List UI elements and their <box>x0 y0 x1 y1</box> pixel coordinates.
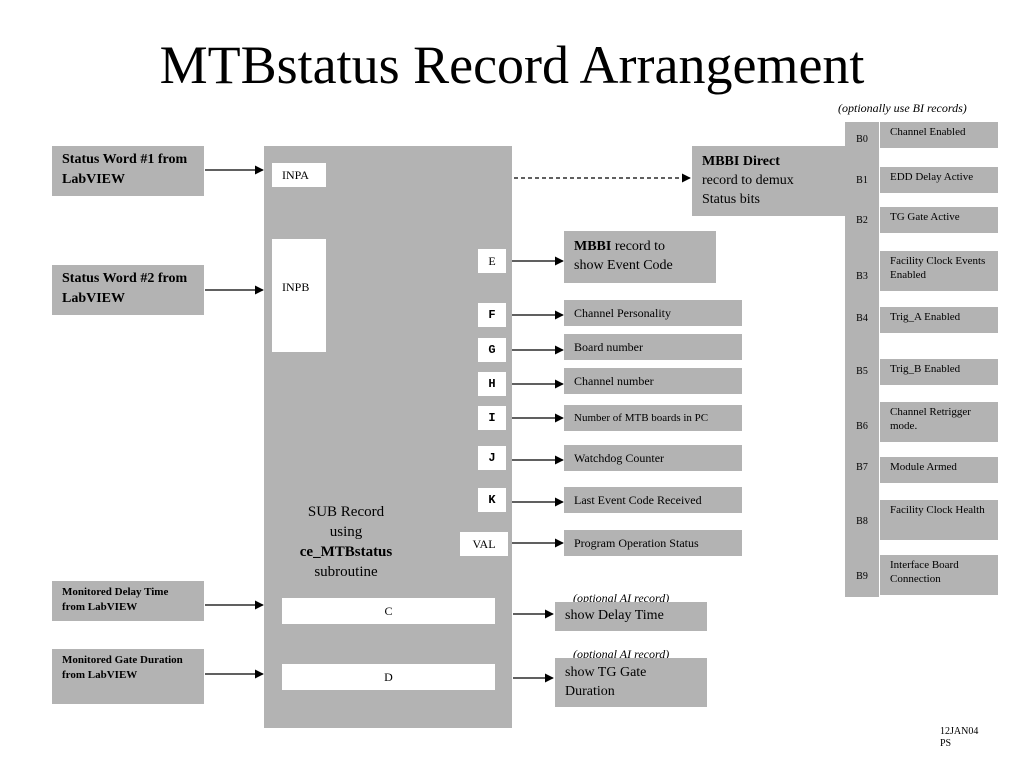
field-k: K <box>478 488 506 512</box>
bit-name-box: Module Armed <box>880 457 998 483</box>
bit-label: B1 <box>856 175 868 186</box>
bit-name-box: Trig_B Enabled <box>880 359 998 385</box>
field-j: J <box>478 446 506 470</box>
field-f: F <box>478 303 506 327</box>
output-watchdog-counter: Watchdog Counter <box>564 445 742 471</box>
bi-records-note: (optionally use BI records) <box>838 101 967 115</box>
bit-label: B0 <box>856 134 868 145</box>
field-h: H <box>478 372 506 396</box>
sub-record-line1: SUB Record <box>307 504 385 520</box>
output-board-number: Board number <box>564 334 742 360</box>
mbbi-direct-line3: Status bits <box>702 192 760 207</box>
field-d: D <box>282 664 495 690</box>
mbbi-direct-title: MBBI Direct <box>702 154 780 169</box>
field-i: I <box>478 406 506 430</box>
monitored-gate-box: Monitored Gate Duration from LabVIEW <box>52 649 204 704</box>
bit-name-box: EDD Delay Active <box>880 167 998 193</box>
bit-label: B3 <box>856 271 868 282</box>
bit-label: B8 <box>856 516 868 527</box>
status-word-1-box: Status Word #1 from LabVIEW <box>52 146 204 196</box>
sub-record-label: SUB Record using ce_MTBstatus subroutine <box>284 502 408 582</box>
sub-record-block <box>264 146 512 728</box>
bit-name-box: Channel Retrigger mode. <box>880 402 998 442</box>
ai-note-delay: (optional AI record) <box>573 591 670 605</box>
mbbi-event-line2: show Event Code <box>574 258 673 273</box>
sub-record-line2: using <box>329 524 363 540</box>
output-last-event-code: Last Event Code Received <box>564 487 742 513</box>
output-program-operation-status: Program Operation Status <box>564 530 742 556</box>
bit-column <box>845 122 879 597</box>
bit-name-box: Facility Clock Health <box>880 500 998 540</box>
bit-name-box: Trig_A Enabled <box>880 307 998 333</box>
mbbi-event-title: MBBI <box>574 239 612 254</box>
bit-label: B5 <box>856 366 868 377</box>
footer: 12JAN04 PS <box>940 726 978 750</box>
sub-record-line4: subroutine <box>314 564 378 580</box>
field-g: G <box>478 338 506 362</box>
bit-label: B2 <box>856 215 868 226</box>
monitored-delay-box: Monitored Delay Time from LabVIEW <box>52 581 204 621</box>
bit-name-box: Interface Board Connection <box>880 555 998 595</box>
sub-record-line3: ce_MTBstatus <box>299 544 393 560</box>
bit-name-box: TG Gate Active <box>880 207 998 233</box>
ai-delay-box: show Delay Time <box>555 602 707 631</box>
footer-author: PS <box>940 738 952 749</box>
bit-label: B9 <box>856 571 868 582</box>
mbbi-direct-line2: record to demux <box>702 173 794 188</box>
field-e: E <box>478 249 506 273</box>
mbbi-direct-box: MBBI Direct record to demux Status bits <box>692 146 847 216</box>
status-word-2-box: Status Word #2 from LabVIEW <box>52 265 204 315</box>
output-mtb-board-count: Number of MTB boards in PC <box>564 405 742 431</box>
output-channel-number: Channel number <box>564 368 742 394</box>
ai-gate-box: show TG Gate Duration <box>555 658 707 707</box>
bit-name-box: Facility Clock Events Enabled <box>880 251 998 291</box>
bit-label: B4 <box>856 313 868 324</box>
footer-date: 12JAN04 <box>940 726 979 737</box>
page-title: MTBstatus Record Arrangement <box>159 35 865 95</box>
bit-label: B6 <box>856 421 868 432</box>
mbbi-event-box: MBBI record to show Event Code <box>564 231 716 283</box>
ai-note-gate: (optional AI record) <box>573 647 670 661</box>
field-val: VAL <box>460 532 508 556</box>
output-channel-personality: Channel Personality <box>564 300 742 326</box>
inpa-field: INPA <box>272 163 326 187</box>
mbbi-event-line1: record to <box>611 239 665 254</box>
field-c: C <box>282 598 495 624</box>
bit-label: B7 <box>856 462 868 473</box>
inpb-field: INPB <box>272 239 326 352</box>
bit-name-box: Channel Enabled <box>880 122 998 148</box>
